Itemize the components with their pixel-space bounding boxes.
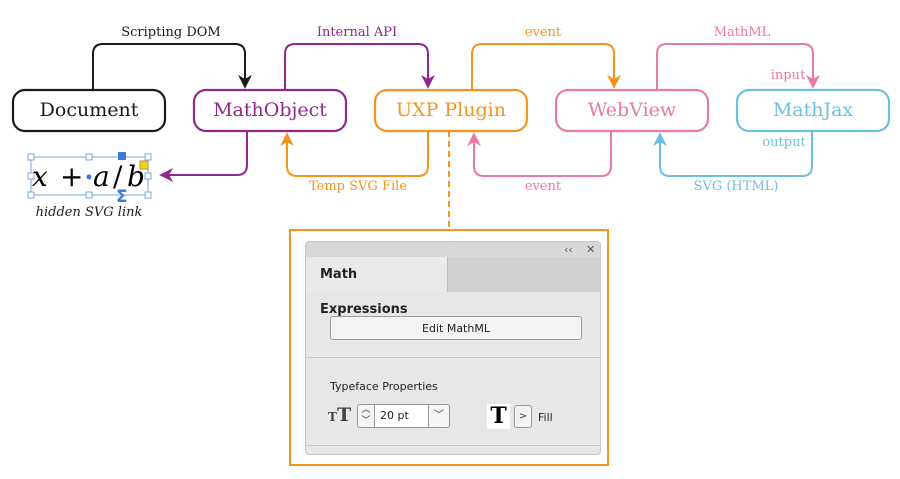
chevron-up-icon[interactable]: ︿ [361, 405, 371, 415]
center-point [86, 174, 92, 180]
collapse-icon[interactable]: ‹‹ [564, 243, 573, 256]
label-temp-svg: Temp SVG File [309, 179, 407, 194]
label-svg-html: SVG (HTML) [694, 179, 779, 194]
svg-text:Document: Document [40, 99, 139, 121]
formula-plus: + [60, 160, 83, 193]
edge-temp-svg [280, 131, 429, 177]
edge-svg-html [653, 131, 813, 177]
label-internal-api: Internal API [317, 25, 397, 40]
plugin-panel-frame: ‹‹ ✕ Math Expressions Edit MathML Typefa… [289, 229, 609, 466]
anchor-handle-yellow [139, 160, 149, 170]
label-output: output [762, 135, 806, 150]
label-input: input [771, 68, 806, 83]
tab-math-expressions[interactable]: Math Expressions [306, 257, 448, 317]
svg-text:MathObject: MathObject [213, 99, 327, 121]
svg-text:UXP Plugin: UXP Plugin [396, 99, 506, 121]
node-document: Document [11, 88, 167, 133]
edge-hidden-svg-link [159, 131, 248, 182]
typeface-properties-label: Typeface Properties [330, 380, 438, 393]
svg-text:MathJax: MathJax [773, 99, 854, 121]
node-uxp-plugin: UXP Plugin [373, 88, 529, 133]
formula-x: x [32, 160, 48, 193]
sigma-icon: Σ [116, 187, 128, 207]
edit-mathml-button[interactable]: Edit MathML [330, 316, 582, 340]
chevron-down-icon[interactable]: ﹀ [361, 416, 371, 426]
svg-text:WebView: WebView [588, 99, 677, 121]
label-mathml: MathML [714, 25, 771, 40]
fill-expand-button[interactable]: > [514, 405, 532, 428]
formula-object[interactable]: x + a / b Σ [27, 152, 152, 207]
edge-event-top [471, 43, 621, 90]
edge-mathml [656, 43, 820, 90]
font-size-input[interactable]: 20 pt [374, 404, 429, 428]
node-webview: WebView [554, 88, 710, 133]
panel-bottom-divider [306, 445, 600, 446]
formula-b: b [127, 160, 145, 193]
font-size-icon: TT [328, 404, 352, 426]
font-size-dropdown[interactable]: ﹀ [428, 404, 450, 428]
node-mathjax: MathJax [735, 88, 891, 133]
fill-type-icon[interactable]: T [487, 404, 510, 429]
formula-caption: hidden SVG link [36, 205, 143, 220]
panel-divider [306, 357, 600, 358]
edge-scripting-dom [92, 43, 252, 90]
node-mathobject: MathObject [192, 88, 348, 133]
font-size-stepper[interactable]: ︿ ﹀ [357, 404, 375, 428]
dropdown-chevron-icon: ﹀ [434, 410, 444, 421]
edge-internal-api [284, 43, 435, 90]
selection-handles [27, 153, 152, 199]
fill-label: Fill [538, 411, 553, 424]
label-event-top: event [525, 25, 562, 40]
panel-tab-row: Math Expressions [306, 257, 600, 317]
panel-titlebar: ‹‹ ✕ [306, 242, 600, 257]
edge-event-bottom [467, 131, 612, 177]
close-icon[interactable]: ✕ [586, 243, 596, 256]
label-scripting-dom: Scripting DOM [121, 25, 220, 40]
formula-a: a [93, 160, 110, 193]
math-expressions-panel: ‹‹ ✕ Math Expressions Edit MathML Typefa… [305, 241, 601, 455]
anchor-handle-blue [118, 152, 126, 160]
label-event-bottom: event [525, 179, 562, 194]
chevron-right-icon: > [518, 411, 528, 422]
formula-slash: / [113, 160, 123, 193]
